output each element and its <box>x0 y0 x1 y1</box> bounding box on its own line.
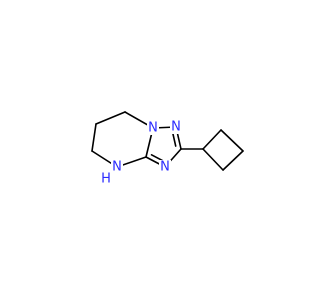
bond-cb3-cb4 <box>222 150 244 171</box>
atom-label-bg-n-bridge <box>147 121 159 135</box>
bond-c6-c5 <box>91 123 97 152</box>
atom-label-bg-nh-h <box>100 172 112 186</box>
atom-label-nh: N <box>112 160 122 175</box>
atom-label-nh-hydrogen: H <box>101 172 111 187</box>
atom-label-layer: N N N N H <box>101 120 181 187</box>
atom-label-n-triazole-lower: N <box>160 160 170 175</box>
bond-n2-c2-inner <box>171 131 177 147</box>
molecule-structure: N N N N H <box>91 111 244 187</box>
bond-cb1-cb2 <box>202 129 222 150</box>
bond-c7-c6 <box>95 111 126 125</box>
atom-label-bg-n-triazole-lower <box>159 160 171 174</box>
atom-label-n-bridge: N <box>148 121 158 136</box>
atom-label-bg-nh <box>111 160 123 174</box>
bond-cb2-cb3 <box>220 129 244 152</box>
atom-label-backgrounds <box>100 120 182 186</box>
bond-cb4-cb1 <box>202 148 224 171</box>
atom-label-n-triazole-upper: N <box>171 120 181 135</box>
atom-label-bg-n-triazole-upper <box>170 120 182 134</box>
